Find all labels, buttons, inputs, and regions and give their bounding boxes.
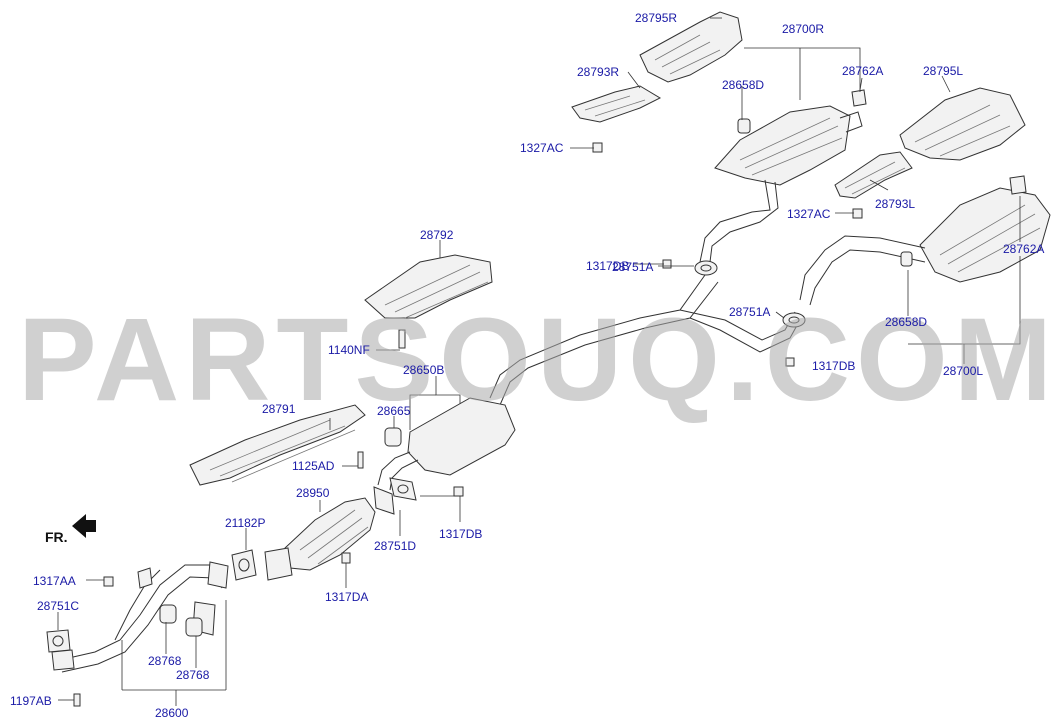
gasket-21182p[interactable]: [231, 549, 257, 581]
label-28658d-top[interactable]: 28658D: [722, 78, 765, 92]
label-28751d[interactable]: 28751D: [374, 539, 417, 553]
leader-lines: [57, 17, 1021, 706]
rear-muffler-28700r[interactable]: [699, 105, 863, 263]
gasket-28751d[interactable]: [389, 477, 417, 501]
label-1317da[interactable]: 1317DA: [325, 590, 369, 604]
label-1140nf[interactable]: 1140NF: [328, 343, 370, 357]
gasket-28751a-2[interactable]: [782, 312, 806, 328]
catalytic-converter-28950[interactable]: [264, 497, 376, 581]
bolt-1197ab[interactable]: [73, 693, 81, 707]
heat-shield-28793r[interactable]: [571, 85, 662, 123]
front-direction-arrow-icon: [72, 514, 96, 538]
front-pipe-28600[interactable]: [59, 561, 229, 673]
label-28950[interactable]: 28950: [296, 486, 330, 500]
watermark: PARTSOUQ.COM: [18, 294, 1059, 426]
label-28762a-right[interactable]: 28762A: [1003, 242, 1045, 256]
label-28793r[interactable]: 28793R: [577, 65, 620, 79]
nut-1327ac-top[interactable]: [592, 142, 603, 153]
gasket-28751a-1[interactable]: [694, 260, 718, 276]
label-28795l[interactable]: 28795L: [923, 64, 964, 78]
gasket-28751d-2[interactable]: [373, 486, 395, 515]
label-1197ab[interactable]: 1197AB: [10, 694, 52, 708]
label-1327ac-mid[interactable]: 1327AC: [787, 207, 831, 221]
heat-shield-28791[interactable]: [189, 404, 366, 486]
bolt-1140nf[interactable]: [398, 329, 406, 349]
label-28700l[interactable]: 28700L: [943, 364, 984, 378]
nut-1317db-3[interactable]: [453, 486, 464, 497]
label-1317db-2[interactable]: 1317DB: [812, 359, 856, 373]
nut-1317db-1[interactable]: [662, 259, 672, 269]
label-28793l[interactable]: 28793L: [875, 197, 916, 211]
label-28751a-2[interactable]: 28751A: [729, 305, 771, 319]
nut-1327ac-mid[interactable]: [852, 208, 863, 219]
label-28751a-1[interactable]: 28751A: [612, 260, 654, 274]
label-28768-2[interactable]: 28768: [176, 668, 210, 682]
rubber-hanger-28768-1[interactable]: [159, 604, 177, 624]
label-1327ac-top[interactable]: 1327AC: [520, 141, 564, 155]
rubber-hanger-28665[interactable]: [384, 427, 402, 447]
label-28791[interactable]: 28791: [262, 402, 296, 416]
label-28665[interactable]: 28665: [377, 404, 411, 418]
heat-shield-28795r[interactable]: [639, 11, 743, 83]
direction-label: FR.: [45, 529, 68, 545]
bolt-1125ad[interactable]: [357, 451, 364, 469]
label-28768-1[interactable]: 28768: [148, 654, 182, 668]
label-1317db-1[interactable]: 1317DB: [586, 259, 630, 273]
rubber-hanger-28762a-top[interactable]: [851, 89, 867, 107]
rubber-hanger-28658d-top[interactable]: [737, 118, 751, 134]
rear-muffler-28700l[interactable]: [799, 187, 1051, 306]
nut-1317aa[interactable]: [103, 576, 114, 587]
rubber-hanger-28768-2[interactable]: [185, 617, 203, 637]
label-28795r[interactable]: 28795R: [635, 11, 678, 25]
label-1125ad[interactable]: 1125AD: [292, 459, 335, 473]
label-28658d-right[interactable]: 28658D: [885, 315, 928, 329]
label-1317db-3[interactable]: 1317DB: [439, 527, 483, 541]
gasket-28751c[interactable]: [46, 629, 75, 671]
label-1317aa[interactable]: 1317AA: [33, 574, 76, 588]
label-28600[interactable]: 28600: [155, 706, 189, 720]
label-21182p[interactable]: 21182P: [225, 516, 266, 530]
rubber-hanger-28658d-right[interactable]: [900, 251, 913, 267]
rubber-hanger-28762a-right[interactable]: [1009, 175, 1027, 195]
label-28751c[interactable]: 28751C: [37, 599, 80, 613]
label-28762a-top[interactable]: 28762A: [842, 64, 884, 78]
nut-1317db-2[interactable]: [785, 357, 795, 367]
heat-shield-28793l[interactable]: [834, 151, 913, 199]
bolt-1317da[interactable]: [341, 552, 351, 564]
heat-shield-28795l[interactable]: [899, 87, 1026, 161]
label-28650b[interactable]: 28650B: [403, 363, 445, 377]
heat-shield-28792[interactable]: [364, 254, 493, 319]
label-28792[interactable]: 28792: [420, 228, 454, 242]
label-28700r[interactable]: 28700R: [782, 22, 825, 36]
